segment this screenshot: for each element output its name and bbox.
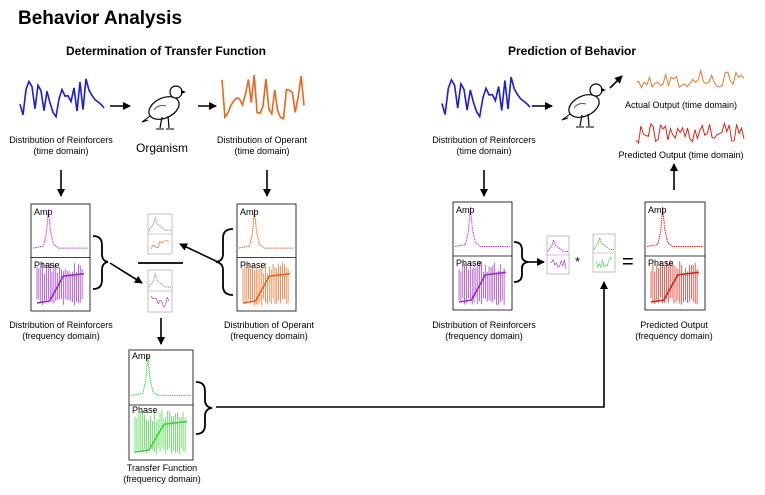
predicted-output-freq-panel — [644, 201, 706, 311]
operant-freq-panel — [236, 203, 297, 312]
operant-time-wave — [221, 75, 305, 121]
left-brace-icon — [195, 381, 213, 435]
amplitude-spectrum — [130, 354, 191, 396]
mini-phase — [150, 295, 170, 308]
reinforcers-freq-caption: Distribution of Reinforcers (frequency d… — [9, 320, 113, 341]
panel-label-amp: Amp — [132, 351, 151, 361]
reinforcers-time-caption: Distribution of Reinforcers (time domain… — [9, 135, 113, 156]
panel-label-phase: Phase — [456, 258, 482, 268]
operant-time-caption: Distribution of Operant (time domain) — [216, 135, 308, 156]
mini-phase — [595, 257, 613, 269]
phase-spectrum — [242, 272, 291, 304]
transfer-function-caption: Transfer Function (frequency domain) — [123, 463, 201, 484]
mini-phase — [150, 240, 170, 250]
numerator-mini-panel — [147, 213, 173, 255]
panel-label-amp: Amp — [240, 207, 259, 217]
amplitude-spectrum — [646, 206, 703, 247]
right-section-title: Prediction of Behavior — [508, 44, 637, 58]
amplitude-spectrum — [238, 208, 294, 249]
mini-amplitude — [148, 272, 171, 288]
panel-label-phase: Phase — [132, 405, 158, 415]
phase-spectrum — [134, 420, 188, 453]
predicted-output-wave — [635, 121, 745, 145]
phase-spectrum — [458, 271, 507, 303]
left-brace-icon — [513, 241, 529, 283]
arrow-organism-to-actual-output — [609, 75, 623, 89]
reinforcers-time-wave-right — [441, 76, 531, 119]
left-brace-icon — [92, 235, 109, 290]
panel-label-phase: Phase — [240, 260, 266, 270]
multiply-symbol: * — [575, 254, 580, 269]
equals-symbol: = — [622, 251, 634, 273]
amplitude-spectrum — [454, 206, 510, 247]
panel-label-phase: Phase — [648, 258, 674, 268]
reinforcers-mini-panel — [546, 235, 570, 275]
reinforcers-freq-panel-right — [452, 201, 513, 311]
denominator-mini-panel — [147, 269, 173, 313]
left-section-title: Determination of Transfer Function — [66, 44, 267, 58]
page-title: Behavior Analysis — [18, 8, 183, 29]
predicted-output-freq-caption: Predicted Output (frequency domain) — [635, 320, 713, 341]
mini-amplitude — [547, 238, 568, 252]
bird-icon — [561, 83, 606, 128]
phase-spectrum — [650, 260, 698, 305]
mini-amplitude — [593, 236, 614, 250]
reinforcers-time-caption-right: Distribution of Reinforcers (time domain… — [432, 135, 536, 156]
panel-label-phase: Phase — [34, 260, 60, 270]
reinforcers-time-wave — [19, 78, 105, 119]
arrow-reinforcers-to-denominator — [109, 262, 143, 284]
arrow-operant-to-numerator — [179, 243, 219, 263]
transfer-mini-panel — [592, 233, 616, 273]
operant-freq-caption: Distribution of Operant (frequency domai… — [223, 320, 315, 341]
phase-spectrum — [650, 271, 700, 303]
reinforcers-freq-panel — [30, 203, 91, 312]
organism-label: Organism — [136, 141, 189, 155]
reinforcers-freq-caption-right: Distribution of Reinforcers (frequency d… — [432, 320, 536, 341]
transfer-function-panel — [128, 349, 194, 461]
panel-label-amp: Amp — [456, 205, 475, 215]
panel-label-amp: Amp — [648, 205, 667, 215]
amplitude-spectrum — [32, 208, 88, 249]
phase-spectrum — [458, 261, 505, 305]
panel-label-amp: Amp — [34, 207, 53, 217]
mini-phase — [549, 258, 567, 270]
arrow-transfer-to-product — [216, 281, 608, 408]
phase-spectrum — [36, 272, 85, 304]
bird-icon — [141, 85, 186, 130]
actual-output-wave — [635, 68, 745, 89]
mini-amplitude — [148, 216, 171, 231]
predicted-output-time-caption: Predicted Output (time domain) — [618, 150, 744, 160]
left-brace-icon — [215, 228, 234, 296]
actual-output-caption: Actual Output (time domain) — [624, 100, 738, 110]
